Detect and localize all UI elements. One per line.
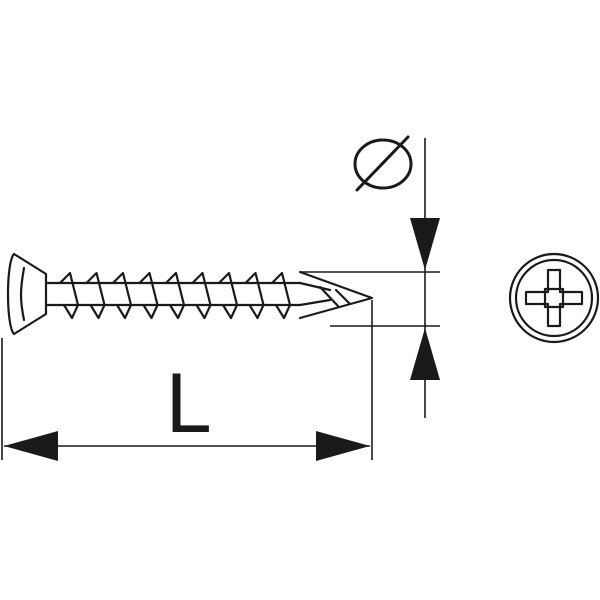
arrow-right-icon [316, 431, 370, 461]
thread-crest [138, 271, 159, 320]
screw-neck [44, 281, 60, 307]
screw-tip [298, 270, 374, 320]
arrow-down-icon [410, 218, 440, 270]
thread-crest [244, 271, 265, 320]
diameter-dimension [353, 135, 440, 380]
length-dimension: L [4, 358, 370, 461]
arrow-left-icon [4, 431, 58, 461]
thread-crest [58, 271, 80, 320]
screw-head [6, 252, 48, 336]
screw-thread [56, 271, 302, 320]
thread-crest [217, 271, 239, 320]
phillips-drive-icon [508, 252, 600, 344]
thread-crest [111, 271, 133, 320]
thread-crest [85, 271, 106, 320]
length-label: L [165, 358, 210, 451]
thread-crest [270, 271, 292, 320]
thread-crest [164, 271, 186, 320]
thread-crest [191, 271, 212, 320]
screw-side-view [6, 252, 374, 336]
diameter-icon [353, 135, 413, 192]
arrow-up-icon [410, 328, 440, 380]
